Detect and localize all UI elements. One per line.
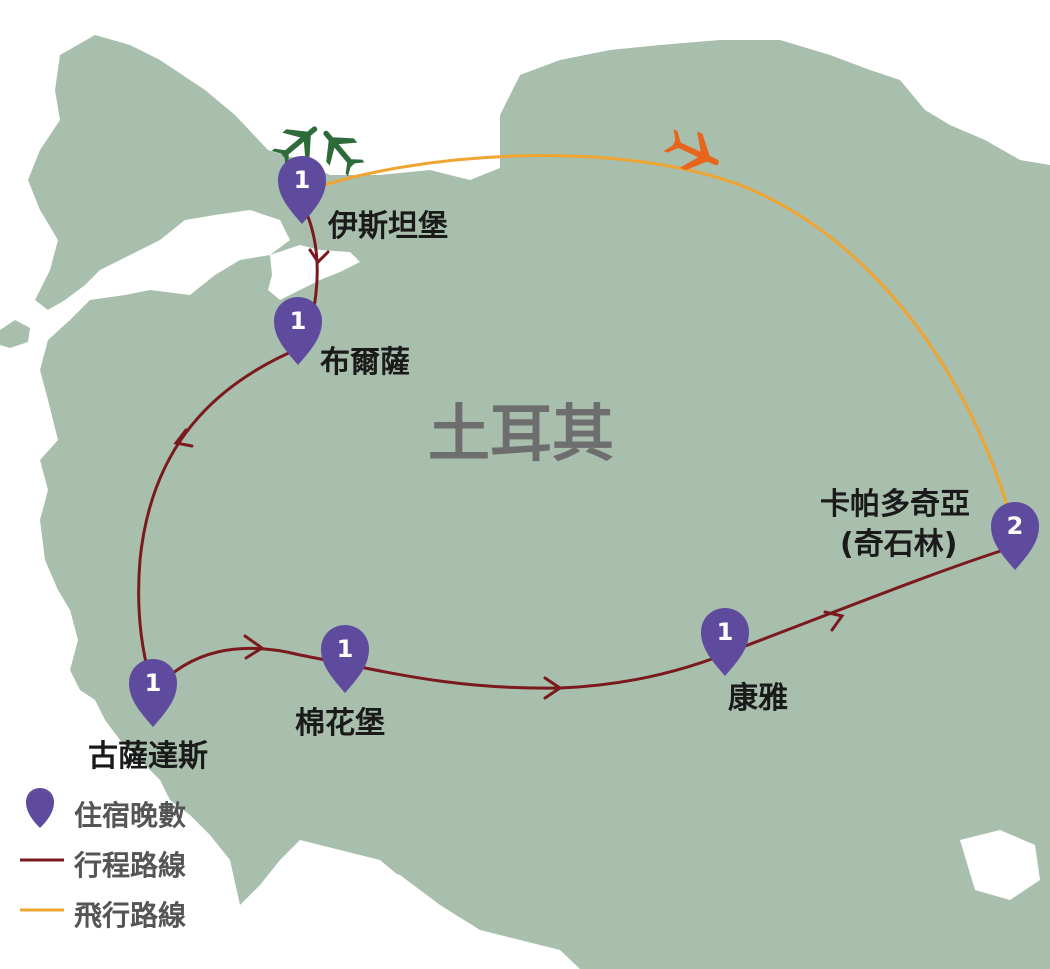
- city-label-bursa: 布爾薩: [320, 345, 410, 380]
- pin-nights-istanbul: 1: [294, 166, 311, 194]
- legend-item-route: 行程路線: [18, 838, 278, 888]
- sea-south: [230, 860, 560, 969]
- legend-label-route: 行程路線: [74, 849, 187, 882]
- legend-label-nights: 住宿晚數: [74, 799, 187, 832]
- legend: 住宿晚數 行程路線 飛行路線: [18, 788, 278, 938]
- map-pin-icon: [26, 788, 54, 828]
- country-label: 土耳其: [428, 397, 614, 470]
- city-label-cappadocia-sub: (奇石林): [840, 527, 957, 562]
- land-islet: [0, 320, 30, 348]
- city-label-kusadasi: 古薩達斯: [88, 739, 208, 774]
- legend-label-flight: 飛行路線: [74, 899, 187, 932]
- city-label-konya: 康雅: [728, 681, 788, 716]
- legend-item-nights: 住宿晚數: [18, 788, 278, 838]
- pin-nights-pamukkale: 1: [337, 635, 354, 663]
- flight-route: [302, 154, 1018, 539]
- sea-east-inlet: [960, 830, 1040, 900]
- route-line-swatch: [20, 858, 64, 862]
- pin-nights-konya: 1: [717, 618, 734, 646]
- city-label-istanbul: 伊斯坦堡: [327, 209, 448, 244]
- route-arrows: [173, 248, 845, 700]
- pin-nights-kusadasi: 1: [145, 669, 162, 697]
- city-label-pamukkale: 棉花堡: [295, 706, 385, 741]
- legend-item-flight: 飛行路線: [18, 888, 278, 938]
- sea-of-marmara: [268, 245, 360, 300]
- pin-nights-cappadocia: 2: [1007, 512, 1024, 540]
- flight-line-swatch: [20, 908, 64, 912]
- city-label-cappadocia: 卡帕多奇亞: [820, 487, 970, 522]
- pin-nights-bursa: 1: [290, 307, 307, 335]
